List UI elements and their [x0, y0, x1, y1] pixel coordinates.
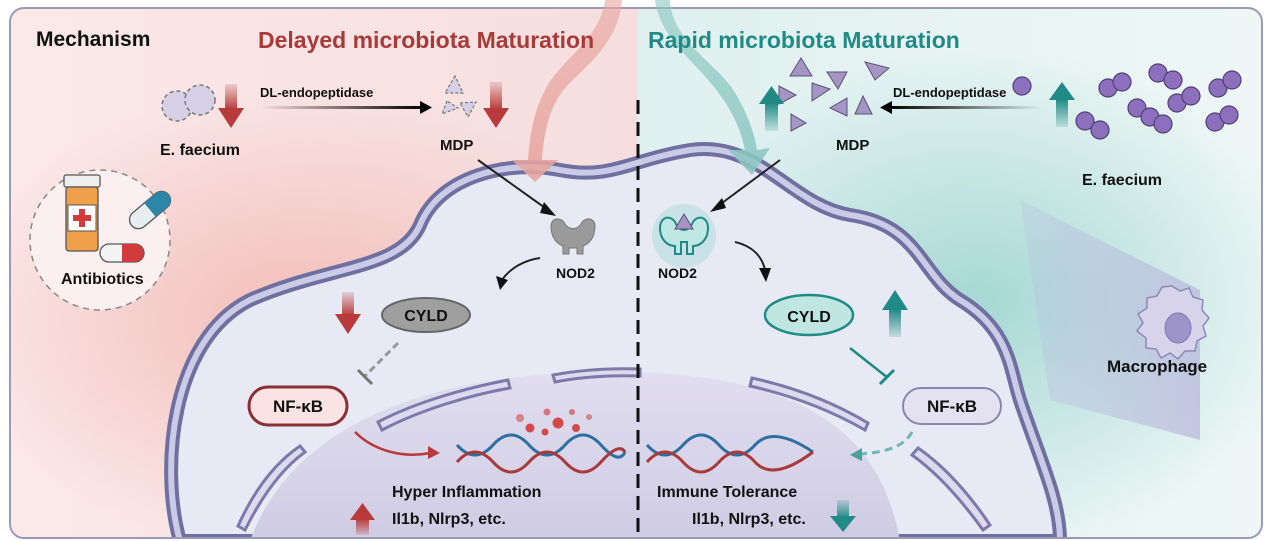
left-nod2-label: NOD2 — [556, 265, 595, 281]
antibiotics-label: Antibiotics — [61, 271, 144, 288]
right-dna-icon — [645, 433, 814, 474]
right-cyld-inhibition-line — [849, 347, 889, 379]
left-dna-icon — [455, 433, 627, 474]
right-nod2-label: NOD2 — [658, 265, 697, 281]
right-mdp-icon — [778, 57, 891, 132]
right-outcome-down-arrow — [830, 500, 856, 532]
left-nfkb-to-dna-arrow — [354, 431, 431, 456]
left-enzyme-arrowhead — [420, 101, 432, 114]
right-nod2-to-cyld-arrow — [734, 241, 766, 271]
left-bacteria-down-arrow — [218, 84, 244, 128]
left-cyld-label: CYLD — [404, 308, 448, 325]
right-cyld-label: CYLD — [787, 309, 831, 326]
right-nfkb-node — [902, 387, 1002, 425]
right-mdp-to-nod2-arrow — [717, 159, 781, 207]
left-mdp-icon — [440, 74, 478, 119]
left-nfkb-label: NF-κB — [273, 397, 323, 416]
antibiotics-circle — [29, 169, 171, 311]
left-nod2-to-cyld-arrow — [501, 257, 541, 281]
right-enzyme-arrowhead — [880, 101, 892, 114]
background — [10, 8, 1262, 538]
right-nfkb-label: NF-κB — [927, 397, 977, 416]
left-bacteria-icon — [161, 84, 216, 122]
left-mdp-down-arrow — [483, 82, 509, 128]
figure-title: Mechanism — [36, 28, 150, 51]
left-cyld-node — [381, 297, 471, 333]
left-outcome-title: Hyper Inflammation — [392, 484, 541, 501]
right-heading: Rapid microbiota Maturation — [648, 27, 960, 53]
left-cyld-down-arrow — [335, 292, 361, 334]
macrophage-icon — [1135, 285, 1210, 361]
left-bacteria-label: E. faecium — [160, 142, 240, 159]
pill-bottle-icon — [63, 174, 101, 252]
right-outcome-genes: Il1b, Nlrp3, etc. — [692, 511, 806, 528]
right-mdp-label: MDP — [836, 137, 869, 154]
capsule-icon-blue — [128, 190, 172, 230]
left-nod2-icon — [550, 218, 596, 255]
left-mdp-arrowhead — [540, 202, 556, 216]
right-bacteria-up-arrow — [1049, 82, 1075, 127]
right-cyld-up-arrow — [882, 290, 908, 337]
left-heading: Delayed microbiota Maturation — [258, 27, 594, 53]
right-nod2-icon — [652, 204, 716, 268]
capsule-icon-red — [99, 243, 145, 263]
left-enzyme-arrow — [260, 106, 422, 109]
left-cyld-inhibition-line — [362, 341, 400, 379]
left-enzyme-label: DL-endopeptidase — [260, 85, 373, 100]
right-enzyme-label: DL-endopeptidase — [893, 85, 1006, 100]
left-nod2-arrowhead — [496, 276, 508, 290]
left-mdp-to-nod2-arrow — [477, 159, 549, 211]
nuclear-envelope — [236, 367, 993, 533]
left-outcome-genes: Il1b, Nlrp3, etc. — [392, 511, 506, 528]
left-nfkb-node — [247, 385, 349, 427]
teal-flow-arrow — [655, 0, 770, 175]
cytokine-dots — [516, 408, 592, 436]
antibiotics-group: Antibiotics — [29, 169, 172, 311]
left-inhibition-bar — [356, 368, 374, 386]
right-nod2-arrowhead — [759, 268, 771, 282]
pink-flow-arrow — [512, 0, 622, 182]
macrophage-zoom-beam — [1020, 200, 1200, 440]
left-mdp-label: MDP — [440, 137, 473, 154]
right-inhibition-bar — [878, 368, 896, 386]
macrophage-label: Macrophage — [1107, 357, 1207, 376]
cell-membrane-inner — [168, 145, 1063, 538]
right-nfkb-arrowhead — [850, 448, 862, 461]
left-nfkb-arrowhead — [428, 446, 440, 459]
right-cyld-node — [763, 293, 855, 337]
right-outcome-title: Immune Tolerance — [657, 484, 797, 501]
right-mdp-up-arrow — [759, 86, 784, 131]
right-enzyme-arrow — [890, 106, 1042, 109]
right-nfkb-to-dna-arrow — [859, 431, 914, 456]
frame-border — [9, 7, 1263, 539]
left-outcome-up-arrow — [350, 503, 375, 535]
right-bacteria-icon — [1012, 63, 1242, 140]
right-mdp-arrowhead — [710, 198, 726, 212]
right-bacteria-label: E. faecium — [1082, 172, 1162, 189]
